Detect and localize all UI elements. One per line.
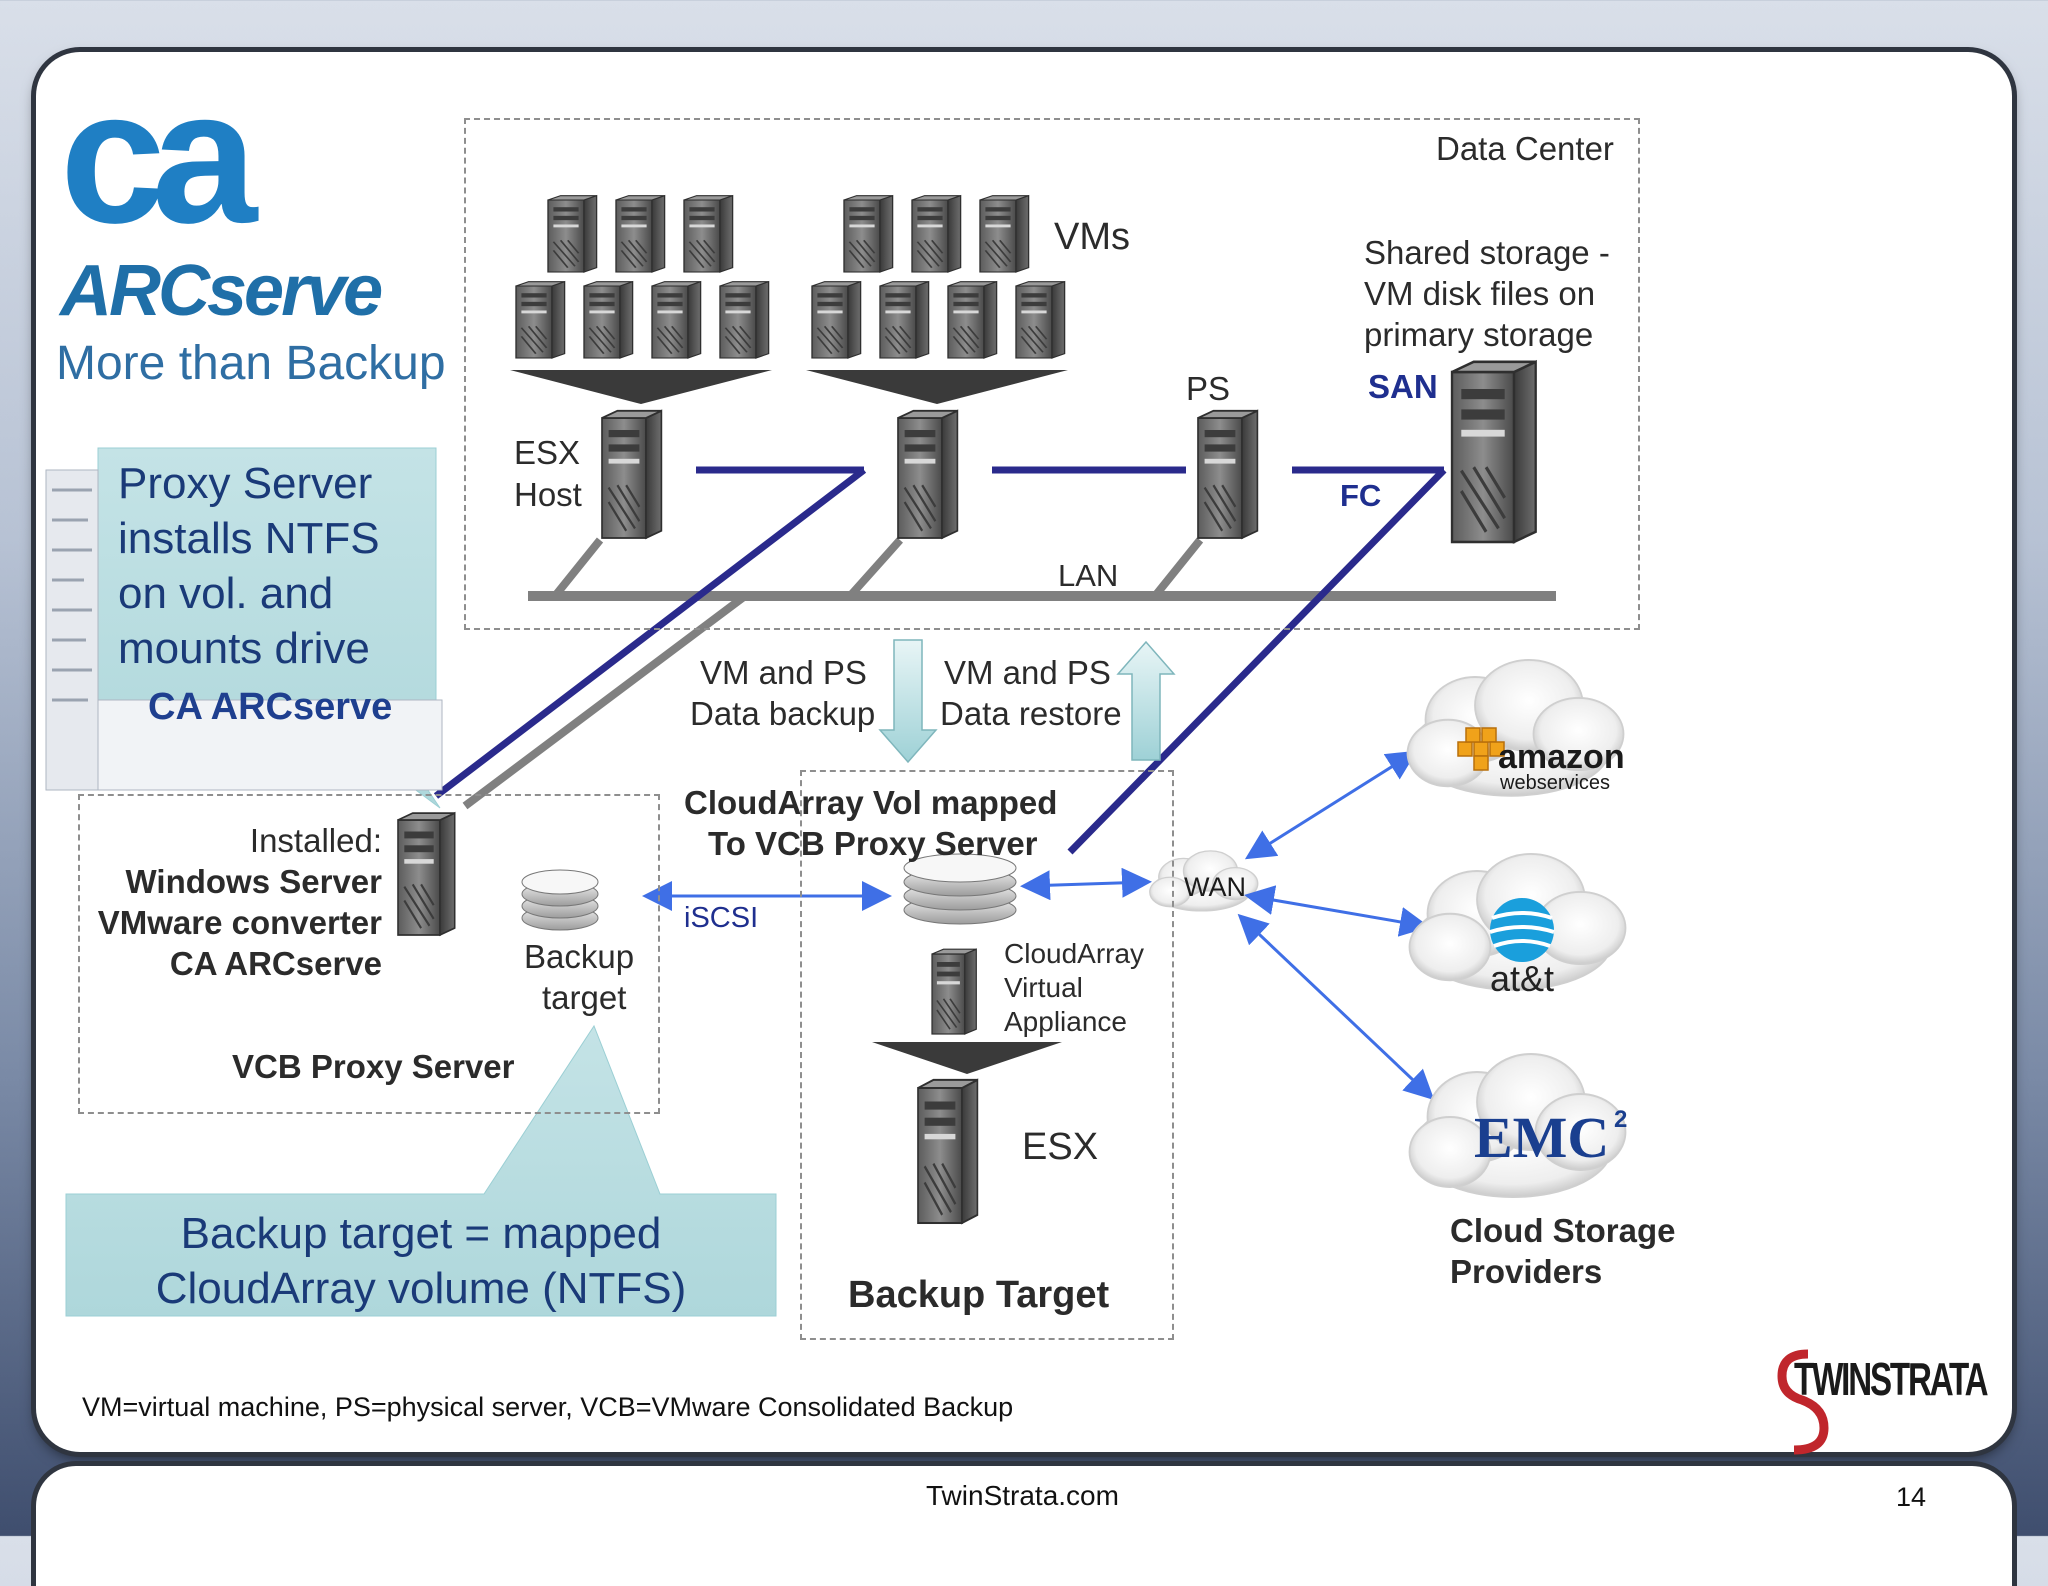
footer-page-number: 14 — [1896, 1482, 1927, 1512]
footnote: VM=virtual machine, PS=physical server, … — [82, 1392, 1014, 1422]
ps-label: PS — [1186, 370, 1231, 407]
appliance-label-1: CloudArray — [1004, 938, 1145, 969]
wan-att-arrow — [1244, 885, 1430, 937]
wan-label: WAN — [1184, 872, 1246, 902]
wan-emc-arrow — [1237, 913, 1435, 1101]
appliance-deploy-arrow — [872, 1042, 1062, 1074]
twinstrata-logo — [1777, 1349, 1829, 1455]
esx-host-label-1: ESX — [514, 434, 581, 471]
restore-arrow — [1116, 640, 1176, 761]
installed-item-vmware: VMware converter — [97, 904, 382, 941]
backup-flow-label-1: VM and PS — [700, 654, 867, 691]
backup-callout-box — [65, 1024, 777, 1317]
san-label: SAN — [1368, 368, 1438, 405]
fc-label: FC — [1340, 478, 1382, 513]
cloud-providers-label-1: Cloud Storage — [1450, 1212, 1676, 1249]
amazon-webservices-label: webservices — [1500, 772, 1611, 794]
restore-flow-label-1: VM and PS — [944, 654, 1111, 691]
iscsi-label: iSCSI — [684, 902, 759, 934]
shared-storage-label-2: VM disk files on — [1364, 275, 1596, 312]
lan-label: LAN — [1058, 558, 1119, 593]
shared-storage-label-3: primary storage — [1364, 316, 1594, 353]
emc-superscript: 2 — [1614, 1106, 1628, 1133]
shared-storage-label-1: Shared storage - — [1364, 234, 1610, 271]
lan-drops — [462, 537, 1204, 810]
backup-callout-line-2: CloudArray volume (NTFS) — [155, 1264, 687, 1313]
vm-stack-left — [510, 194, 772, 404]
proxy-callout-line-3: on vol. and — [118, 569, 334, 618]
data-center-title: Data Center — [1436, 130, 1614, 167]
arcserve-screenshot — [45, 469, 443, 791]
backup-target-box — [800, 770, 1174, 1340]
vms-label: VMs — [1054, 216, 1130, 258]
att-label: at&t — [1490, 958, 1555, 999]
emc-label: EMC — [1474, 1105, 1610, 1170]
mapped-label-1: CloudArray Vol mapped — [684, 784, 1058, 821]
mapped-label-2: To VCB Proxy Server — [708, 825, 1038, 862]
wan-amazon-arrow — [1244, 750, 1418, 860]
backup-target-title: Backup Target — [848, 1274, 1110, 1316]
twinstrata-logo-text: TWINSTRATA — [1794, 1353, 1989, 1405]
restore-flow-label-2: Data restore — [940, 695, 1122, 732]
appliance-label-3: Appliance — [1004, 1006, 1127, 1037]
backup-target-label-2: target — [542, 979, 627, 1016]
backup-callout-line-1: Backup target = mapped — [180, 1209, 662, 1258]
att-globe-icon — [1489, 898, 1555, 962]
backup-arrow — [878, 639, 938, 764]
proxy-callout-line-4: mounts drive — [118, 624, 370, 673]
arcserve-hidden-label: CA ARCserve — [148, 686, 393, 728]
vcb-proxy-title: VCB Proxy Server — [232, 1048, 515, 1085]
vm-stack-right — [806, 194, 1068, 404]
installed-item-arcserve: CA ARCserve — [169, 945, 382, 982]
cloudarray-disk — [903, 853, 1017, 925]
proxy-callout-line-1: Proxy Server — [118, 459, 373, 508]
arcserve-logo: ARCserve — [60, 251, 383, 331]
esx-host-label-2: Host — [514, 476, 582, 513]
esx-label: ESX — [1022, 1126, 1099, 1168]
backup-target-disk — [521, 869, 599, 931]
appliance-label-2: Virtual — [1004, 972, 1083, 1003]
proxy-callout-line-2: installs NTFS — [118, 514, 380, 563]
cloud-providers-label-2: Providers — [1450, 1253, 1603, 1290]
installed-item-windows: Windows Server — [125, 863, 382, 900]
ca-logo: ca — [60, 51, 257, 263]
backup-target-label-1: Backup — [524, 938, 635, 975]
installed-label: Installed: — [249, 822, 382, 859]
amazon-boxes — [1457, 727, 1505, 771]
san-links — [433, 466, 1447, 855]
backup-flow-label-2: Data backup — [690, 695, 876, 732]
appliance-wan-arrow — [1020, 867, 1152, 901]
amazon-label: amazon — [1498, 738, 1625, 776]
vcb-proxy-box — [78, 794, 660, 1114]
diagram-canvas — [45, 194, 1829, 1455]
footer-site: TwinStrata.com — [926, 1480, 1119, 1511]
data-center-box — [464, 118, 1640, 630]
tagline: More than Backup — [56, 337, 446, 390]
